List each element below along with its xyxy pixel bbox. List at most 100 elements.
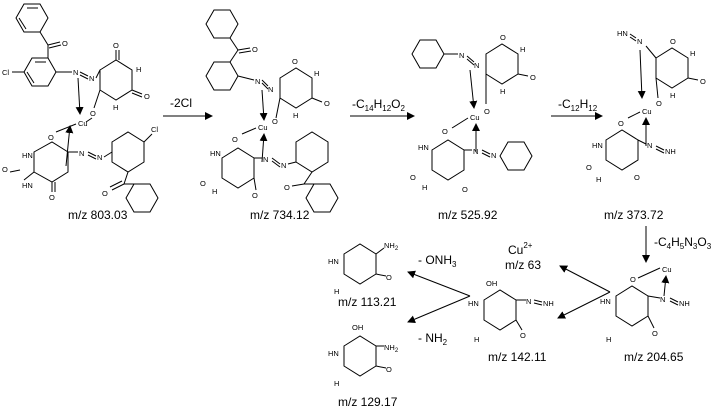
atom-N: N — [491, 151, 496, 160]
atom-N: N — [89, 74, 94, 83]
mz-label-113: m/z 113.21 — [338, 295, 397, 309]
atom-H: H — [596, 175, 601, 184]
atom-HN: HN — [468, 299, 479, 308]
atom-N: N — [263, 155, 268, 164]
atom-N: N — [255, 77, 260, 86]
atom-N: N — [79, 149, 84, 158]
mz-label-525: m/z 525.92 — [438, 208, 498, 222]
atom-O: O — [324, 99, 330, 108]
atom-HN: HN — [22, 151, 33, 160]
atom-O: O — [292, 57, 298, 66]
mz-label-803: m/z 803.03 — [68, 208, 128, 222]
atom-O: O — [232, 135, 238, 144]
atom-NH2: NH2 — [384, 241, 399, 252]
atom-H: H — [334, 379, 339, 388]
atom-H: H — [293, 111, 298, 120]
step-label-4: -C4H5N3O3 — [654, 235, 712, 251]
atom-H: H — [606, 335, 611, 344]
atom-Cu: Cu — [470, 113, 480, 122]
atom-O: O — [630, 275, 636, 284]
step-label-5: - ONH3 — [418, 253, 457, 269]
atom-OH: OH — [486, 279, 497, 288]
atom-O: O — [90, 109, 96, 118]
atom-O: O — [670, 37, 676, 46]
atom-O: O — [634, 173, 640, 182]
atom-NH2: NH2 — [384, 343, 399, 354]
atom-H: H — [520, 45, 525, 54]
atom-N: N — [526, 297, 531, 306]
atom-NH: NH — [543, 299, 554, 308]
atom-HN: HN — [600, 297, 611, 306]
atom-N: N — [73, 68, 78, 77]
mz-label-734: m/z 734.12 — [250, 208, 310, 222]
cu-ion-label: Cu2+ — [508, 241, 533, 257]
copper-ion: Cu2+ m/z 63 — [505, 241, 541, 272]
atom-HN: HN — [328, 257, 339, 266]
atom-H: H — [670, 91, 675, 100]
atom-Cu: Cu — [258, 123, 268, 132]
mz-label-142: m/z 142.11 — [488, 350, 547, 364]
atom-O: O — [102, 189, 108, 198]
atom-Cl: Cl — [2, 68, 9, 77]
atom-Cl: Cl — [151, 125, 158, 134]
atom-H: H — [474, 335, 479, 344]
structure-142: OH N NH HN H O m/z 142.11 — [468, 279, 554, 364]
atom-O: O — [252, 191, 258, 200]
atom-O: O — [49, 193, 55, 202]
atom-NH: H — [136, 65, 141, 74]
atom-O: O — [2, 165, 8, 174]
atom-Cu: Cu — [78, 119, 88, 128]
atom-O: O — [656, 99, 662, 108]
atom-O: O — [272, 117, 278, 126]
structure-113: NH2 HN H O m/z 113.21 — [328, 241, 399, 309]
atom-O: O — [530, 73, 536, 82]
atom-N: N — [660, 295, 665, 304]
atom-N: N — [268, 85, 273, 94]
atom-O: O — [113, 41, 119, 50]
atom-N: N — [97, 153, 102, 162]
atom-O: O — [484, 107, 490, 116]
atom-H: H — [212, 187, 217, 196]
mz-label-cu: m/z 63 — [505, 258, 541, 272]
atom-N: N — [637, 37, 642, 46]
step-label-2: -C14H12O2 — [352, 97, 406, 113]
atom-O: O — [700, 77, 706, 86]
mz-label-204: m/z 204.65 — [624, 350, 684, 364]
atom-O: O — [586, 163, 592, 172]
atom-H: H — [500, 87, 505, 96]
atom-O: O — [48, 133, 54, 142]
atom-O: O — [284, 183, 290, 192]
atom-HN: HN — [22, 181, 33, 190]
atom-O: O — [520, 331, 526, 340]
atom-N: N — [459, 51, 464, 60]
atom-O: O — [62, 39, 68, 48]
mz-label-373: m/z 373.72 — [604, 208, 664, 222]
atom-OH: OH — [352, 323, 363, 332]
structure-373: HN N O H O H O Cu O HN H O O N NH m/z 37… — [586, 29, 706, 222]
step-label-1: -2Cl — [170, 96, 192, 110]
atom-HN: HN — [592, 141, 603, 150]
mz-label-129: m/z 129.17 — [338, 395, 398, 409]
step-label-6: - NH2 — [418, 331, 448, 347]
atom-O: O — [200, 179, 206, 188]
structure-734: O N N O H O H O Cu O HN H O O N N O — [200, 9, 339, 222]
structure-204: O Cu N NH HN H O m/z 204.65 — [600, 265, 690, 364]
structure-525: N N O H O H O Cu O HN H O O N N m/z 525.… — [410, 33, 536, 222]
atom-O: O — [386, 273, 392, 282]
atom-H: H — [422, 183, 427, 192]
atom-H: H — [690, 49, 695, 58]
atom-H: H — [334, 287, 339, 296]
atom-N: N — [647, 141, 652, 150]
atom-O: O — [386, 365, 392, 374]
arrow-to-129 — [407, 295, 471, 323]
atom-HN: HN — [418, 143, 429, 152]
atom-O: O — [500, 33, 506, 42]
structure-803: O Cl N N O H O H O Cu O HN HN — [2, 3, 159, 222]
atom-HN: HN — [328, 349, 339, 358]
atom-NH: NH — [665, 147, 676, 156]
atom-N: N — [474, 61, 479, 70]
atom-N: N — [473, 147, 478, 156]
atom-O: O — [652, 329, 658, 338]
